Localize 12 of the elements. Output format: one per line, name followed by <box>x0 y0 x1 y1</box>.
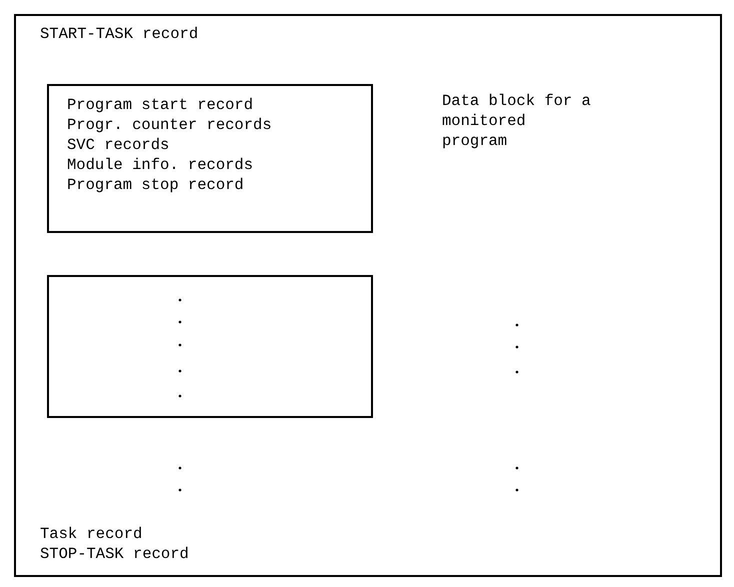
record-label: STOP-TASK record <box>40 544 189 564</box>
record-label: SVC records <box>67 135 170 155</box>
record-label: Progr. counter records <box>67 115 272 135</box>
record-label: Program stop record <box>67 175 244 195</box>
data-block-box <box>47 275 373 418</box>
data-block-box <box>47 84 373 233</box>
record-label: Task record <box>40 524 142 544</box>
record-label: START-TASK record <box>40 24 198 44</box>
record-frame <box>14 14 722 577</box>
block-caption: Data block for a monitored program <box>442 91 592 151</box>
record-label: Module info. records <box>67 155 254 175</box>
record-label: Program start record <box>67 95 254 115</box>
